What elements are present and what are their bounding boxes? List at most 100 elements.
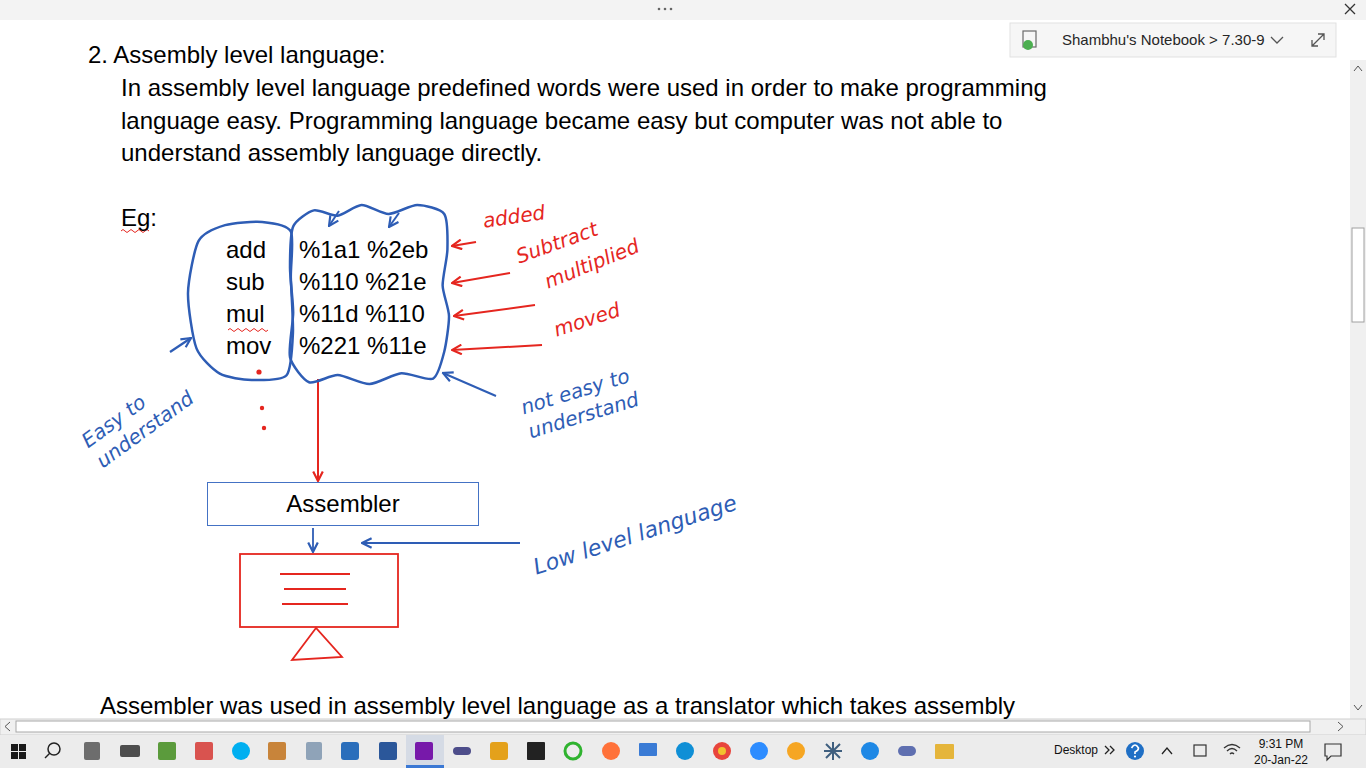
scroll-arrow	[1354, 66, 1362, 71]
monitor-screen	[240, 554, 398, 627]
app-icon	[379, 742, 397, 760]
pointer-arrow	[389, 213, 399, 227]
continuation-dot	[260, 406, 264, 410]
close-icon	[1345, 4, 1355, 14]
title-bar	[0, 0, 1366, 20]
node-label: %221 %11e	[299, 330, 427, 362]
app-icon	[120, 745, 140, 757]
leader-arrow	[452, 345, 542, 350]
screen-lines	[280, 574, 350, 604]
process-box: Assembler	[207, 482, 479, 526]
node-label: %11d %110	[299, 298, 425, 330]
continuation-dot	[262, 426, 266, 430]
windows-logo	[11, 744, 18, 751]
breadcrumb-text: Shambhu's Notebook > 7.30-9	[1062, 31, 1265, 49]
search-icon	[45, 753, 50, 758]
app-icon	[676, 742, 694, 760]
leader-arrow	[452, 242, 476, 246]
computer-symbol	[240, 554, 398, 660]
windows-logo	[11, 752, 18, 759]
windows-logo	[19, 752, 26, 759]
code-blob: addsubmulmov	[188, 222, 294, 380]
scroll-arrow	[5, 722, 10, 731]
example-label: Eg:	[121, 202, 157, 234]
leader-arrow	[362, 542, 520, 544]
annotation-text: Low level language	[530, 489, 741, 581]
windows-logo	[11, 744, 26, 759]
scrollbar	[1350, 60, 1366, 719]
paragraph-text: Assembler was used in assembly level lan…	[100, 690, 1015, 722]
blob-outline	[188, 222, 293, 380]
app-icon	[639, 743, 657, 756]
app-icon	[602, 742, 620, 760]
app-icon	[490, 742, 508, 760]
annotation-text: added	[481, 200, 547, 233]
app-icon	[750, 742, 768, 760]
app-icon	[824, 742, 842, 760]
app-icon	[565, 743, 581, 759]
flow-arrow	[317, 379, 319, 481]
leader-arrow	[443, 373, 496, 396]
tray-caret	[1162, 748, 1172, 754]
app-icon	[713, 742, 731, 760]
code-blob: %1a1 %2eb%110 %21e%11d %110%221 %11e	[290, 205, 449, 384]
leader-arrow	[454, 305, 535, 316]
more-dots	[664, 8, 667, 11]
wifi-icon	[1224, 745, 1240, 755]
node-label: mul	[226, 298, 265, 330]
active-app-highlight	[406, 735, 444, 768]
scroll-arrow	[1338, 722, 1343, 731]
scroll-arrow	[1354, 705, 1362, 710]
app-icon	[718, 747, 726, 755]
scrollbar	[0, 719, 1366, 735]
app-icon	[268, 742, 286, 760]
notification-icon	[1325, 744, 1341, 760]
heading: 2. Assembly level language:	[88, 39, 386, 71]
annotation-text: not easy to understand	[518, 360, 652, 444]
node-label: Assembler	[286, 488, 399, 520]
node-label: mov	[226, 330, 271, 362]
app-icon	[935, 744, 954, 759]
app-icon	[787, 742, 805, 760]
help-icon	[1126, 742, 1144, 760]
node-label: %1a1 %2eb	[299, 234, 428, 266]
app-icon	[158, 742, 176, 760]
node-label: sub	[226, 266, 265, 298]
taskbar-icons	[84, 742, 954, 760]
blob-outline	[290, 205, 449, 384]
app-icon	[195, 742, 213, 760]
windows-logo	[19, 744, 26, 751]
annotation-text: Easy to understand	[77, 363, 203, 474]
expand-icon	[1312, 34, 1324, 46]
overflow-chevron	[1105, 746, 1114, 754]
leader-arrow	[452, 273, 510, 283]
tray-icon	[1194, 745, 1206, 756]
node-label: %110 %21e	[299, 266, 427, 298]
app-icon	[306, 742, 322, 760]
clock-time: 9:31 PM	[1259, 737, 1304, 751]
annotation-text: moved	[551, 298, 624, 343]
taskbar-text: Desktop	[1054, 743, 1098, 758]
node-label: add	[226, 234, 266, 266]
help-icon	[1132, 745, 1139, 754]
scroll-thumb	[1352, 228, 1364, 322]
more-dots	[670, 8, 673, 11]
app-icon	[527, 742, 545, 760]
clock-date: 20-Jan-22	[1254, 753, 1308, 767]
app-icon	[861, 742, 879, 760]
monitor-stand	[292, 628, 342, 660]
taskbar	[0, 735, 1366, 768]
app-icon	[232, 742, 250, 760]
scroll-thumb	[16, 721, 1310, 732]
output-arrow	[312, 528, 314, 552]
notebook-icon	[1023, 40, 1033, 50]
leader-arrow	[170, 338, 191, 352]
active-app-underline	[406, 765, 444, 768]
app-icon	[415, 742, 433, 760]
paragraph-text: In assembly level language predefined wo…	[121, 72, 1071, 170]
spellcheck-squiggle	[228, 329, 268, 332]
help-icon	[1134, 755, 1136, 757]
breadcrumb-box	[1010, 23, 1336, 57]
continuation-dot	[256, 369, 261, 374]
